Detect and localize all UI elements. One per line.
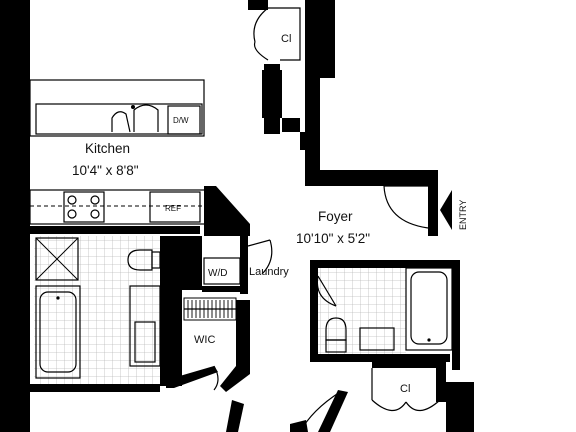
entry-marker: ENTRY <box>440 190 468 230</box>
closet-top: Cl <box>253 7 301 61</box>
foyer-area: Foyer 10'10" x 5'2" <box>296 185 438 246</box>
closet-top-label: Cl <box>281 33 291 45</box>
washer-dryer-label: W/D <box>208 268 227 279</box>
wic-label: WIC <box>194 334 215 346</box>
kitchen-name: Kitchen <box>85 141 130 156</box>
kitchen-label-group: Kitchen 10'4" x 8'8" <box>72 141 139 178</box>
laundry-area: W/D Laundry <box>166 234 289 294</box>
kitchen-counter-top: D/W <box>29 79 205 137</box>
left-exterior-wall <box>0 0 30 432</box>
kitchen-size: 10'4" x 8'8" <box>72 163 139 178</box>
entry-label: ENTRY <box>458 200 468 230</box>
closet-bottom-label: Cl <box>400 383 410 395</box>
foyer-name: Foyer <box>318 209 353 224</box>
lower-wall-fragments <box>226 400 308 432</box>
walk-in-closet: WIC <box>166 290 250 392</box>
closet-bottom: Cl <box>299 362 474 432</box>
foyer-size: 10'10" x 5'2" <box>296 231 370 246</box>
entry-arrow-icon <box>440 190 452 230</box>
kitchen-counter-bottom: REF <box>29 186 250 236</box>
refrigerator-label: REF <box>165 204 181 213</box>
laundry-label: Laundry <box>249 266 289 278</box>
dishwasher-label: D/W <box>173 116 189 125</box>
upper-corridor-walls <box>248 0 438 186</box>
bathroom-right <box>310 260 460 370</box>
